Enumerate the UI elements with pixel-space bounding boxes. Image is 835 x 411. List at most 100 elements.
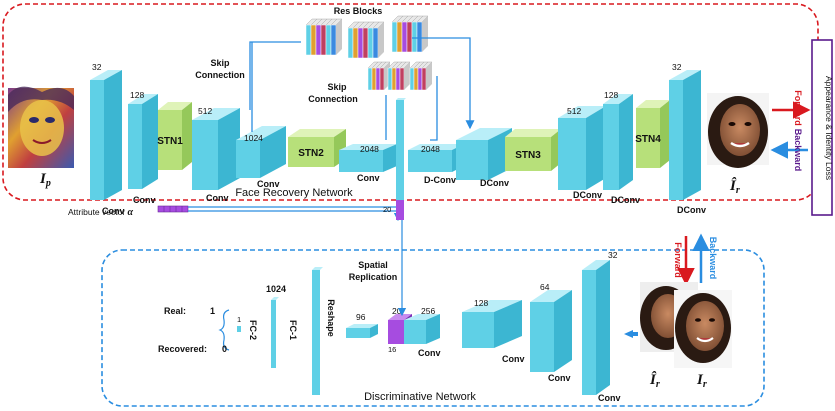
fc2-dim: 1 xyxy=(237,315,241,324)
conv-label: DConv xyxy=(677,205,706,215)
forward-loss-label: Forward xyxy=(793,90,803,126)
disc-block-32 xyxy=(582,260,610,395)
real-label: Real: xyxy=(164,306,186,316)
encoder-conv-1 xyxy=(128,94,158,189)
conv-label: DConv xyxy=(611,195,640,205)
res-block-6 xyxy=(409,61,433,91)
dim-label: 512 xyxy=(567,106,581,116)
dim-label: 512 xyxy=(198,106,212,116)
recovered-label: Recovered: xyxy=(158,344,207,354)
encoder-stn1 xyxy=(158,102,192,170)
reshape-bar xyxy=(312,267,323,395)
disc-input-arrow-tail xyxy=(633,332,638,336)
encoder-conv-0 xyxy=(90,70,122,200)
skip-connection-2 xyxy=(385,76,438,141)
output-symbol: Îr xyxy=(729,177,740,196)
dim-label: 128 xyxy=(474,298,488,308)
skip-label-2b: Connection xyxy=(308,94,358,104)
reshape-label: Reshape xyxy=(326,299,336,337)
conv-label: Conv xyxy=(102,206,125,216)
output-brace xyxy=(218,309,230,351)
conv-label: DConv xyxy=(573,190,602,200)
real-value: 1 xyxy=(210,306,215,316)
input-symbol: Ip xyxy=(39,171,51,189)
skip-connection-1 xyxy=(249,37,475,130)
conv-label: Conv xyxy=(206,193,229,203)
dim-label: 128 xyxy=(604,90,618,100)
disc-block-64 xyxy=(530,290,572,372)
dim-label: 64 xyxy=(540,282,550,292)
conv-label: Conv xyxy=(257,179,280,189)
disc-title: Discriminative Network xyxy=(364,391,476,403)
conv-label: Conv xyxy=(133,195,156,205)
attribute-label: Attribute vector α xyxy=(68,207,134,218)
loss-box xyxy=(811,39,833,216)
fc1-label: FC-1 xyxy=(288,320,298,340)
decoder-conv-4 xyxy=(603,94,633,190)
input-face-image xyxy=(8,86,74,168)
res-blocks-label: Res Blocks xyxy=(334,6,383,16)
backward-loss-label: Backward xyxy=(793,129,803,172)
fc1-dim: 1024 xyxy=(266,284,286,294)
conv-label: D-Conv xyxy=(424,175,456,185)
conv-label: Conv xyxy=(357,173,380,183)
recovered-value: 0 xyxy=(222,344,227,354)
fc2-label: FC-2 xyxy=(248,320,258,340)
disc-block-128 xyxy=(462,300,522,348)
disc-block-256 xyxy=(404,314,440,344)
dim-label: 16 xyxy=(388,345,396,354)
conv-label: DConv xyxy=(480,178,509,188)
res-block-4 xyxy=(367,61,391,91)
disc-in1-symbol: Îr xyxy=(649,371,660,390)
backward-mid-label: Backward xyxy=(708,237,718,280)
decoder-conv-6 xyxy=(669,70,701,200)
loss-label: Appearance & Identity Loss xyxy=(824,76,834,180)
frn-title: Face Recovery Network xyxy=(235,187,353,199)
dim-label: 32 xyxy=(92,62,102,72)
disc-block-96 xyxy=(346,324,378,338)
conv-label: Conv xyxy=(418,348,441,358)
output-face-image xyxy=(707,93,769,168)
stn-label: STN4 xyxy=(635,134,661,145)
res-block-5 xyxy=(387,61,411,91)
fc2-node xyxy=(237,326,241,332)
disc-in2-symbol: Ir xyxy=(696,372,707,390)
fc1-bar xyxy=(271,297,279,368)
res-blocks-group xyxy=(305,15,433,91)
decoder-conv-3 xyxy=(558,106,606,190)
forward-mid-label: Forward xyxy=(673,242,683,278)
encoder-conv-3 xyxy=(192,108,240,190)
dim-label: 32 xyxy=(672,62,682,72)
attr-concat-bar xyxy=(396,98,406,220)
dim-label: 256 xyxy=(421,306,435,316)
stn-label: STN3 xyxy=(515,150,541,161)
stn-label: STN1 xyxy=(157,136,183,147)
res-block-1 xyxy=(305,18,343,56)
stn-label: STN2 xyxy=(298,148,324,159)
conv-label: Conv xyxy=(548,373,571,383)
dim-label: 1024 xyxy=(244,133,263,143)
dim-label: 32 xyxy=(608,250,618,260)
skip-label-2a: Skip xyxy=(327,82,347,92)
encoder-conv-4 xyxy=(236,126,286,178)
skip-label-1a: Skip xyxy=(210,58,230,68)
res-block-3 xyxy=(391,15,429,53)
decoder-conv-1 xyxy=(456,128,512,180)
encoder-conv-6 xyxy=(339,144,397,172)
dim-label: 2048 xyxy=(421,144,440,154)
conv-label: Conv xyxy=(502,354,525,364)
dim-label: 20 xyxy=(392,306,402,316)
dim-label: 2048 xyxy=(360,144,379,154)
attr-dim-label: 20 xyxy=(383,205,391,214)
dim-label: 96 xyxy=(356,312,366,322)
spatial-label-a: Spatial xyxy=(358,260,388,270)
skip-label-1b: Connection xyxy=(195,70,245,80)
attribute-vector xyxy=(157,205,189,213)
res-block-2 xyxy=(347,21,385,59)
disc-input-arrow xyxy=(624,330,633,338)
dim-label: 128 xyxy=(130,90,144,100)
disc-input-face-real xyxy=(674,290,732,368)
conv-label: Conv xyxy=(598,393,621,403)
